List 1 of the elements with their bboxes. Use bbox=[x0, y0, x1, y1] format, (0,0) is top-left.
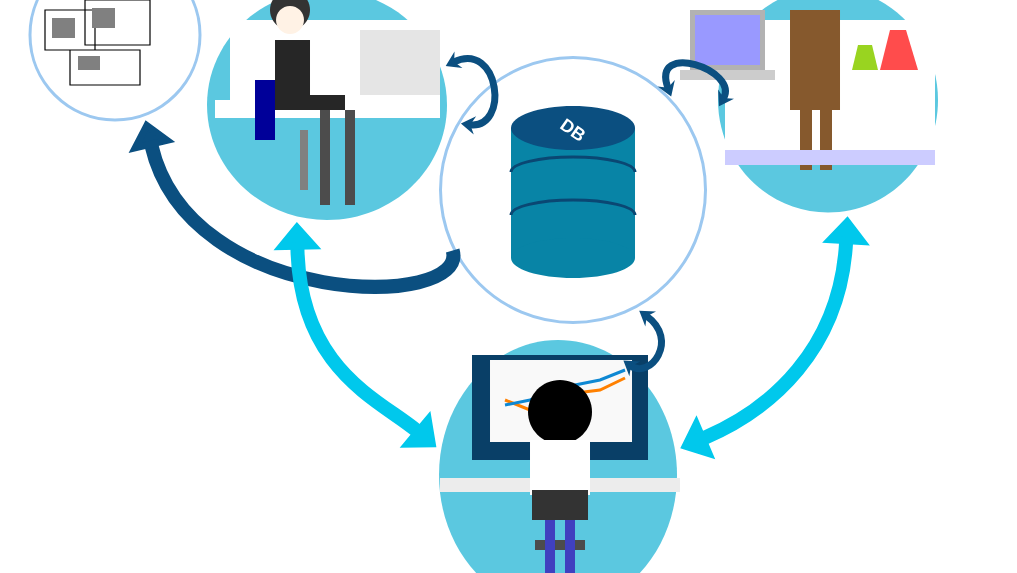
database-label: DB bbox=[559, 118, 585, 141]
